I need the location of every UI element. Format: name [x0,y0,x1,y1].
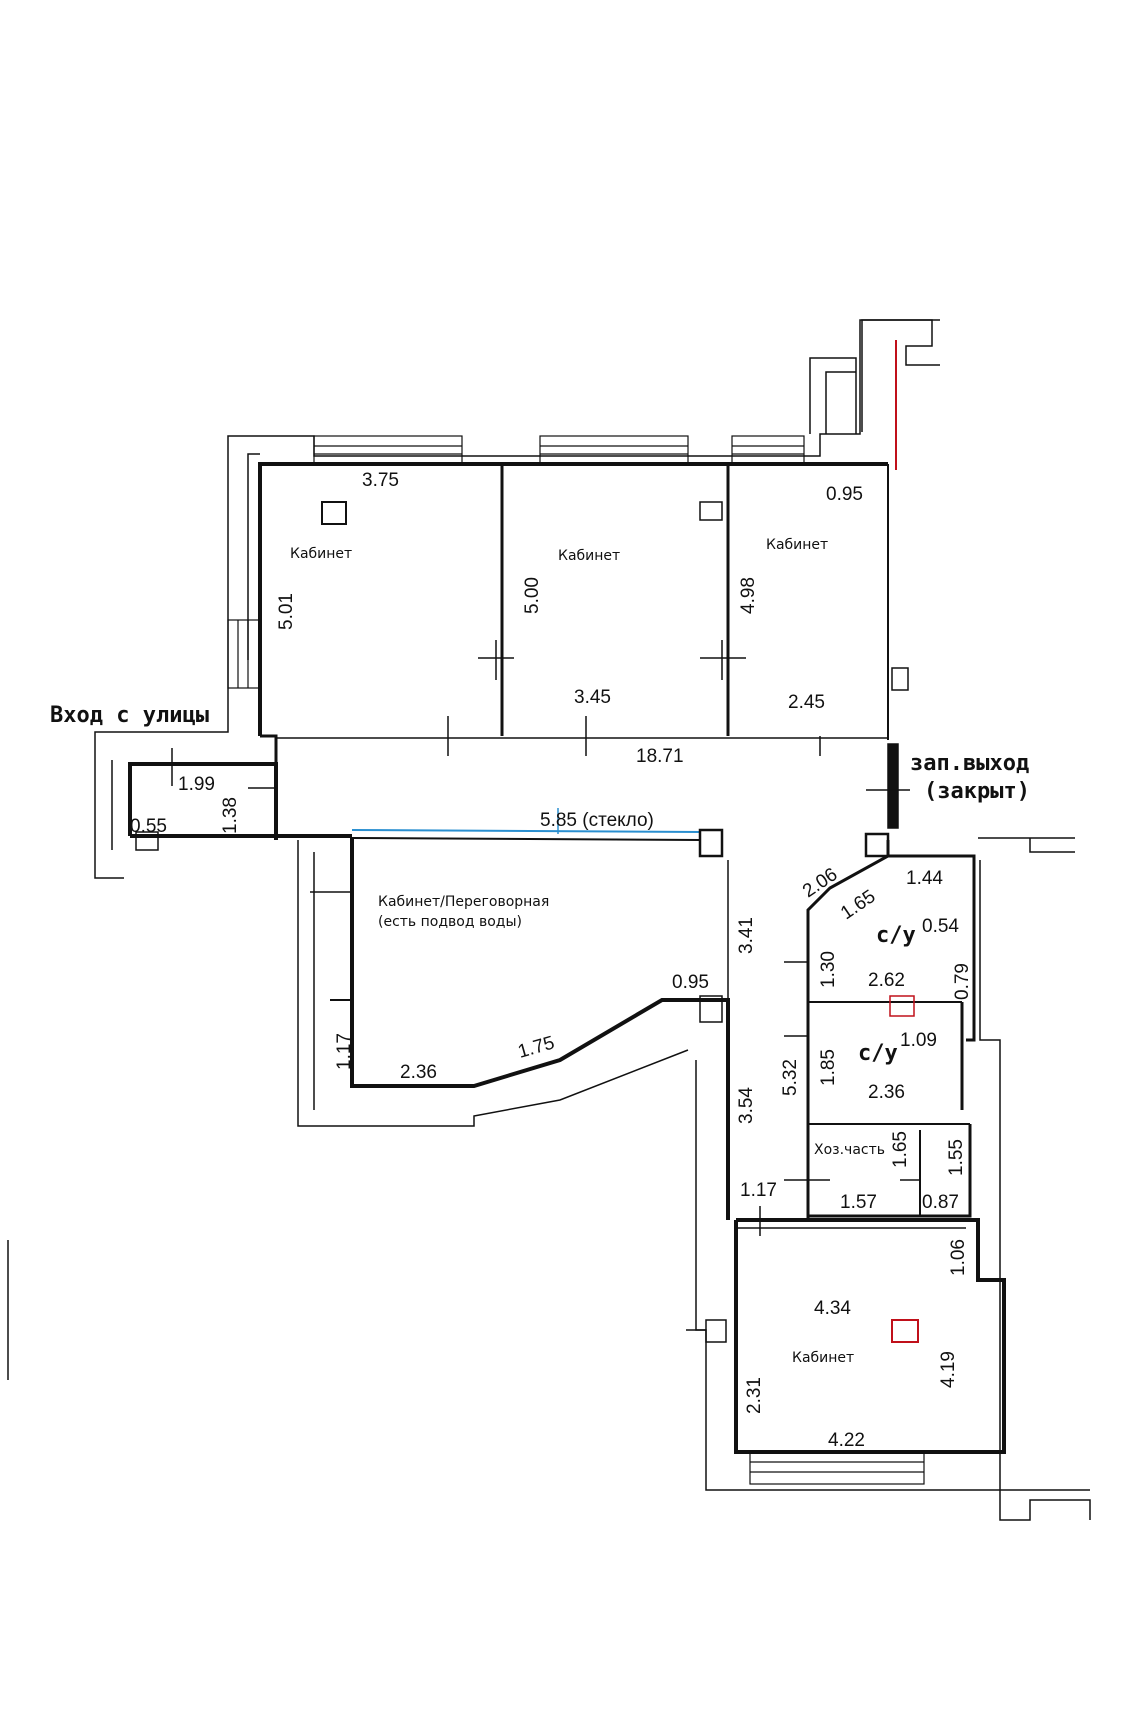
room-label-office-3: Кабинет [766,537,828,553]
dim-18-71: 18.71 [636,746,684,767]
column-office-3 [699,501,723,521]
dim-1-99: 1.99 [178,774,215,795]
column-entry [135,831,159,851]
dim-0-79: 0.79 [952,963,973,1000]
window-top-2 [539,435,689,465]
dim-3-54: 3.54 [736,1087,757,1124]
column-wc [889,995,915,1017]
dim-1-38: 1.38 [220,797,241,834]
lower-shell-right [979,860,1091,1521]
window-top-1 [313,435,463,465]
core-right-wall [888,854,976,1042]
dim-1-09: 1.09 [900,1030,937,1051]
window-bottom [749,1451,925,1485]
dim-5-01: 5.01 [276,593,297,630]
dim-3-41: 3.41 [736,917,757,954]
dim-4-98: 4.98 [738,577,759,614]
column-mid [699,995,723,1023]
tower-outline [861,319,940,432]
dim-1-06: 1.06 [948,1239,969,1276]
column-core [864,832,890,858]
room-label-wc-1: с/у [876,923,916,948]
dim-5-00: 5.00 [522,577,543,614]
stair-block-inner [825,371,856,434]
column-lower [705,1319,727,1343]
dim-5-85: 5.85 (стекло) [540,810,654,831]
glass-partition [351,808,701,841]
util-right-wall [808,1124,972,1218]
room-label-office-1: Кабинет [290,546,352,562]
dim-0-55: 0.55 [130,816,167,837]
column-meeting [698,828,724,858]
room-label-utility: Хоз.часть [814,1142,885,1158]
dim-1-17-left: 1.17 [334,1033,355,1070]
dim-5-32: 5.32 [780,1059,801,1096]
main-walls [128,462,1006,1454]
vestibule-wall [128,762,278,840]
outer-walls [7,319,1091,1521]
column-right [891,667,909,691]
outer-wall-top-inner [247,453,260,660]
dim-1-30: 1.30 [818,951,839,988]
dim-1-44: 1.44 [906,868,943,889]
dim-1-65-diag: 1.65 [837,886,879,924]
entrance-label: Вход с улицы [50,703,209,728]
emergency-exit-label: зап.выход [910,751,1029,776]
outer-wall-top [227,319,940,640]
dim-2-36-left: 2.36 [400,1062,437,1083]
dim-1-85: 1.85 [818,1049,839,1086]
dim-2-36-right: 2.36 [868,1082,905,1103]
dim-0-95-mid: 0.95 [672,972,709,993]
dim-0-54: 0.54 [922,916,959,937]
dim-4-22: 4.22 [828,1430,865,1451]
room-label-meeting-note: (есть подвод воды) [378,914,522,930]
window-left [227,619,261,689]
room-label-office-4: Кабинет [792,1350,854,1366]
dim-1-75: 1.75 [516,1032,557,1062]
dim-1-65-util: 1.65 [890,1131,911,1168]
dim-4-19: 4.19 [938,1351,959,1388]
dim-2-31: 2.31 [744,1377,765,1414]
dim-3-45: 3.45 [574,687,611,708]
dim-2-62: 2.62 [868,970,905,991]
windows [227,435,925,1485]
stair-block [809,357,857,434]
glass-wall-2 [351,837,701,841]
entrance-outer [94,640,229,879]
dim-0-95-top: 0.95 [826,484,863,505]
right-outer-stub-2 [1029,838,1075,853]
meeting-left-pier [330,999,353,1020]
labels: Вход с улицы зап.выход (закрыт) Кабинет … [50,537,1030,1366]
emergency-exit-closed-label: (закрыт) [924,779,1030,804]
column-office-4 [891,1319,919,1343]
meeting-outer [297,840,689,1127]
room-label-meeting: Кабинет/Переговорная [378,894,549,910]
corridor-top-wall [260,734,278,766]
dim-0-87: 0.87 [922,1192,959,1213]
dim-1-57: 1.57 [840,1192,877,1213]
details [135,340,920,1343]
dim-3-75: 3.75 [362,470,399,491]
dim-1-17-right: 1.17 [740,1180,777,1201]
dim-4-34: 4.34 [814,1298,851,1319]
office-4-wall [734,1218,1006,1454]
window-top-3 [731,435,805,465]
dimensions: 3.75 5.01 5.00 4.98 0.95 3.45 2.45 18.71… [130,470,973,1451]
dim-1-55: 1.55 [946,1139,967,1176]
glass-wall [351,829,701,833]
dim-2-45: 2.45 [788,692,825,713]
lower-shell-left [695,1060,740,1491]
room-label-wc-2: с/у [858,1041,898,1066]
emergency-door [887,743,899,829]
column-office-1 [321,501,347,525]
room-label-office-2: Кабинет [558,548,620,564]
